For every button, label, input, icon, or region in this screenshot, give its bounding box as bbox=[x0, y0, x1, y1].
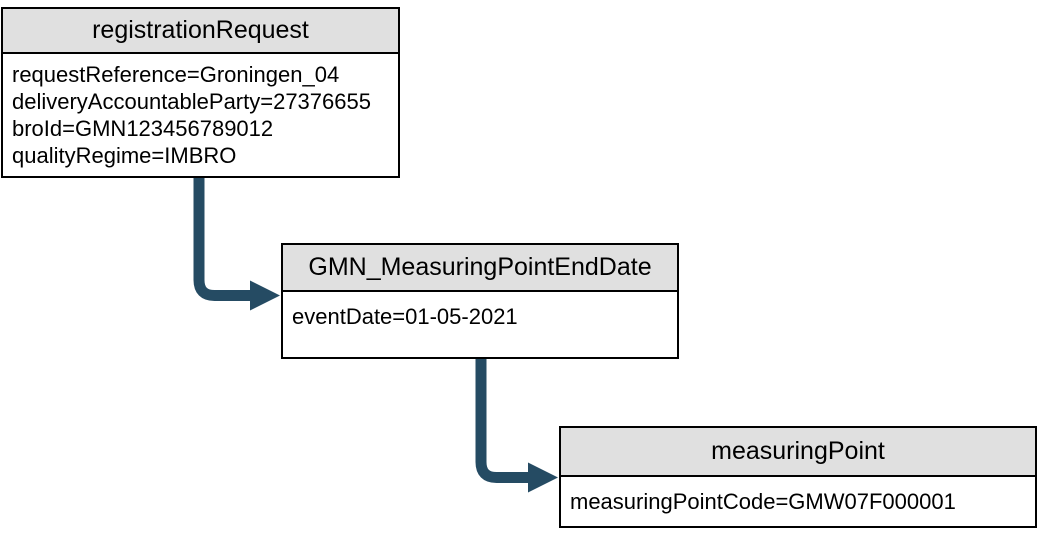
node-attributes: requestReference=Groningen_04 deliveryAc… bbox=[3, 54, 398, 169]
node-registration-request: registrationRequest requestReference=Gro… bbox=[1, 7, 400, 178]
node-measuring-point: measuringPoint measuringPointCode=GMW07F… bbox=[559, 426, 1037, 528]
connector-line bbox=[475, 359, 528, 483]
arrowhead-icon bbox=[250, 280, 280, 311]
node-gmn-measuring-point-end-date: GMN_MeasuringPointEndDate eventDate=01-0… bbox=[281, 243, 679, 359]
node-attributes: measuringPointCode=GMW07F000001 bbox=[561, 477, 1035, 526]
attribute-line: measuringPointCode=GMW07F000001 bbox=[570, 489, 956, 514]
node-title: measuringPoint bbox=[561, 428, 1035, 477]
node-title: GMN_MeasuringPointEndDate bbox=[283, 245, 677, 292]
attribute-line: eventDate=01-05-2021 bbox=[292, 304, 518, 329]
attribute-line: broId=GMN123456789012 bbox=[12, 116, 274, 141]
node-title: registrationRequest bbox=[3, 9, 398, 54]
node-attributes: eventDate=01-05-2021 bbox=[283, 292, 677, 330]
attribute-line: qualityRegime=IMBRO bbox=[12, 143, 237, 168]
attribute-line: requestReference=Groningen_04 bbox=[12, 62, 340, 87]
connector-arrow-enddate-to-measuringpoint bbox=[475, 359, 558, 493]
connector-line bbox=[193, 178, 250, 301]
attribute-line: deliveryAccountableParty=27376655 bbox=[12, 89, 371, 114]
connector-arrow-registration-to-enddate bbox=[193, 178, 280, 311]
arrowhead-icon bbox=[528, 462, 558, 493]
